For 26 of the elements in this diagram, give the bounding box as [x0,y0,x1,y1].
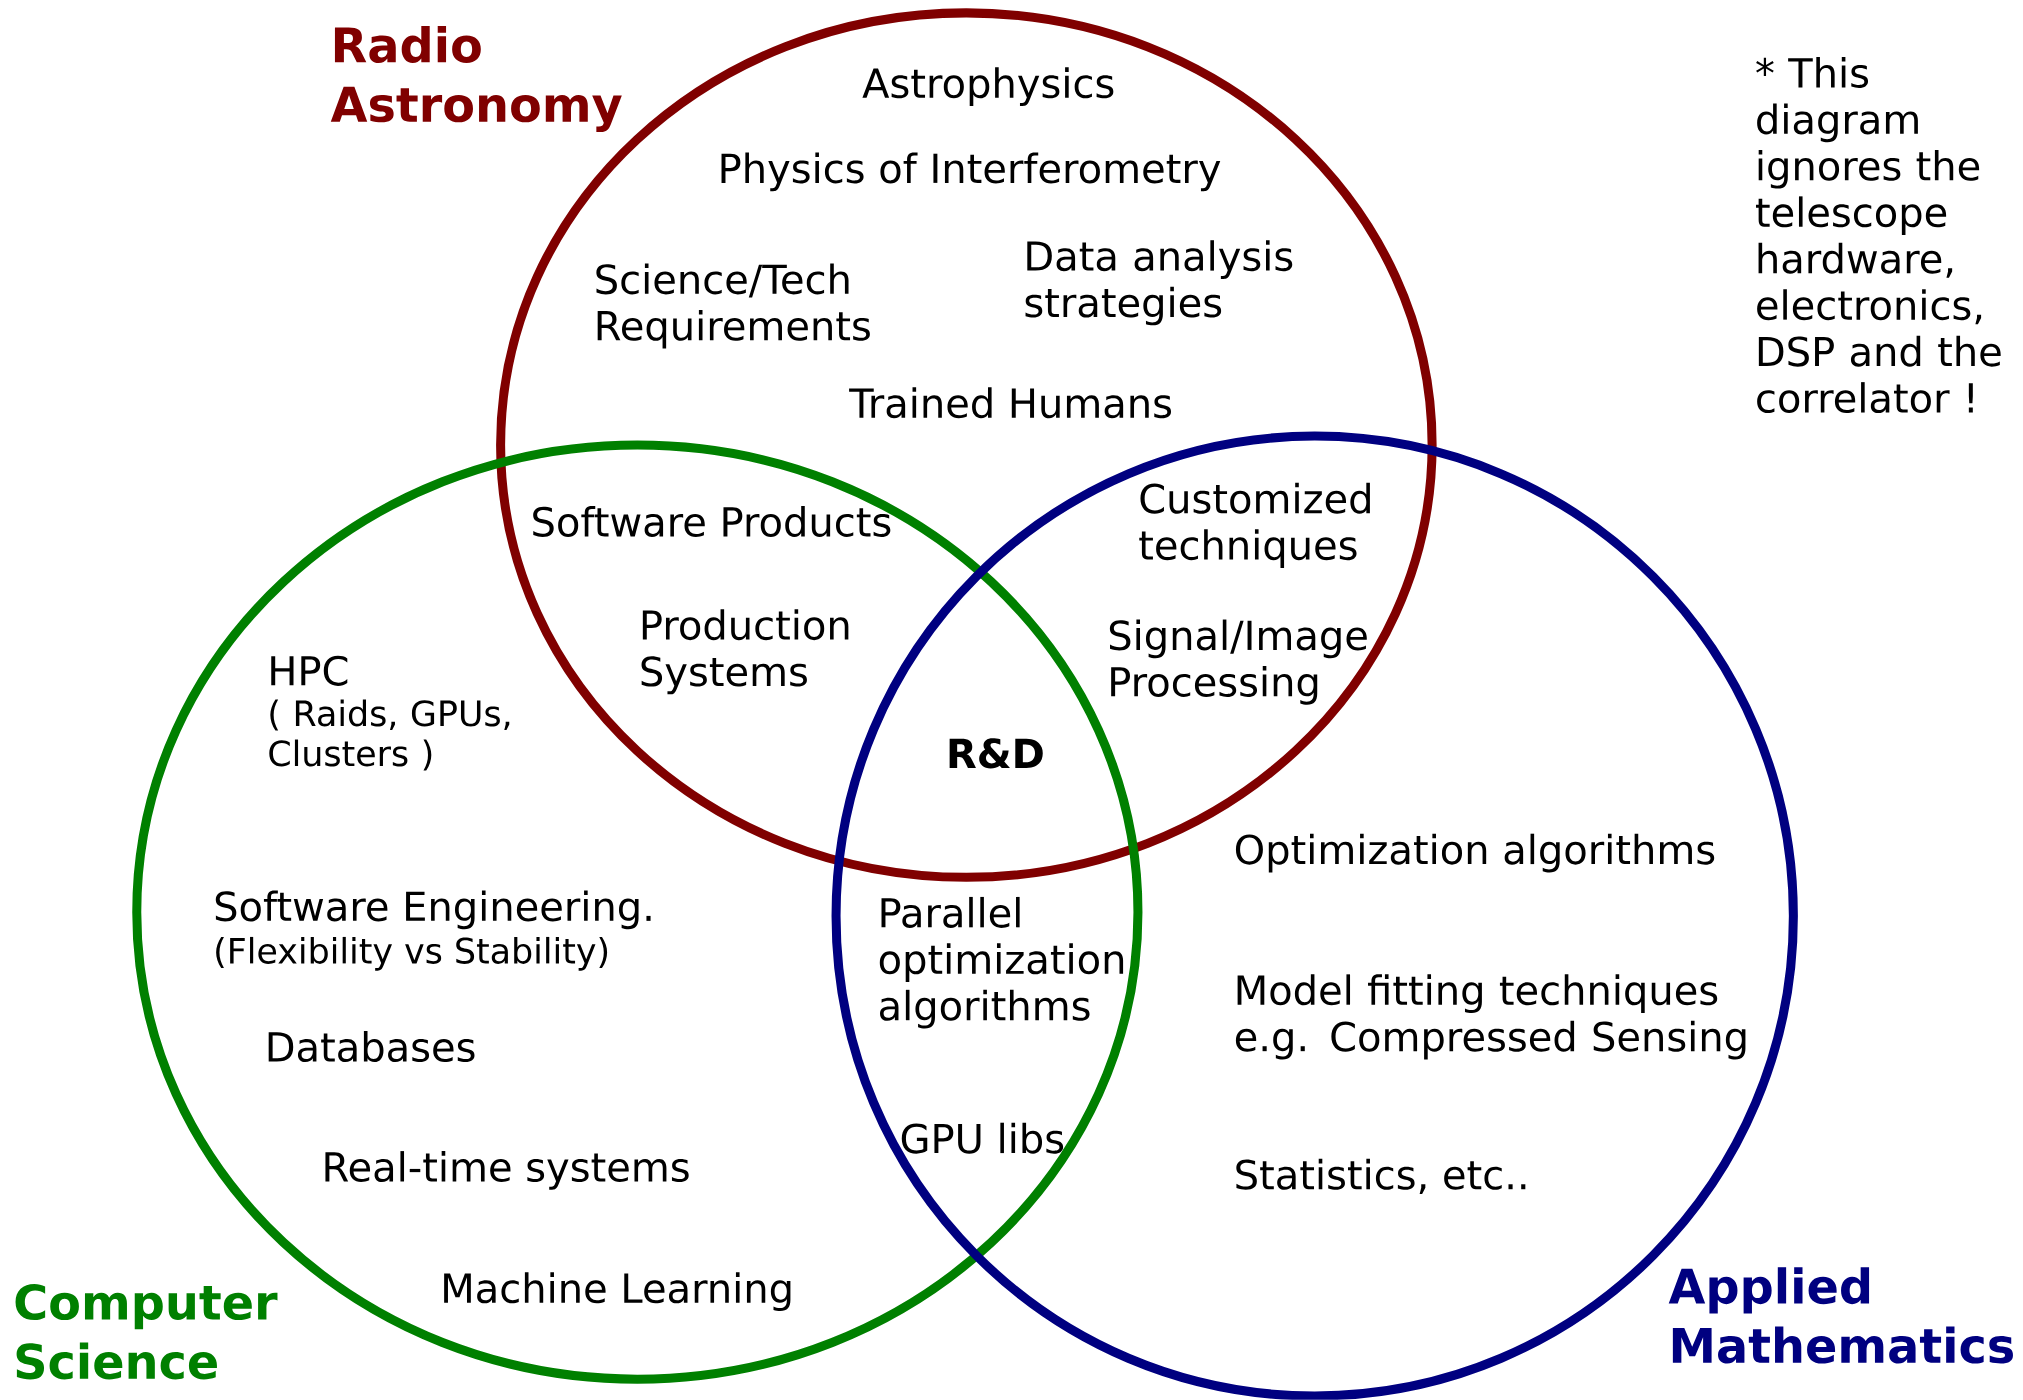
item-text: Parallel optimization algorithms [879,897,1124,1029]
item-note: (Flexibility vs Stability) [216,937,608,971]
item-text: Statistics, etc.. [1236,1158,1526,1194]
item-text: Trained Humans [849,387,1171,419]
item-text: Machine Learning [444,1272,791,1312]
item-text: HPC [271,655,348,686]
item-text: Signal/Image Processing [1109,619,1367,705]
item-note: ( Raids, GPUs, Clusters ) [269,699,510,771]
circle-title: Applied Mathematics [1668,1267,2013,1364]
item-text: Model fitting techniques e.g. Compressed Sensing [1235,974,1746,1060]
item-text: Databases [268,1031,475,1063]
circle-title: Computer Science [15,1284,278,1380]
item-text: Science/Tech Requirements [596,263,870,349]
item-text: * This diagram ignores the telescope hardware, electronics, DSP and the correlator ! [1756,57,2001,414]
item-text: Software Products [533,506,891,538]
circle-title: Radio Astronomy [330,26,622,133]
item-text: Physics of Interferometry [721,152,1221,192]
item-text: Data analysis strategies [1025,240,1293,326]
item-text: Real-time systems [325,1151,689,1190]
item-text: Customized techniques [1139,482,1370,568]
item-text: Astrophysics [862,67,1114,107]
center-label: R&D [949,738,1043,769]
item-text: Optimization algorithms [1235,833,1715,873]
item-text: Production Systems [641,609,849,695]
item-text: GPU libs [901,1122,1064,1154]
item-text: Software Engineering. [215,890,651,930]
